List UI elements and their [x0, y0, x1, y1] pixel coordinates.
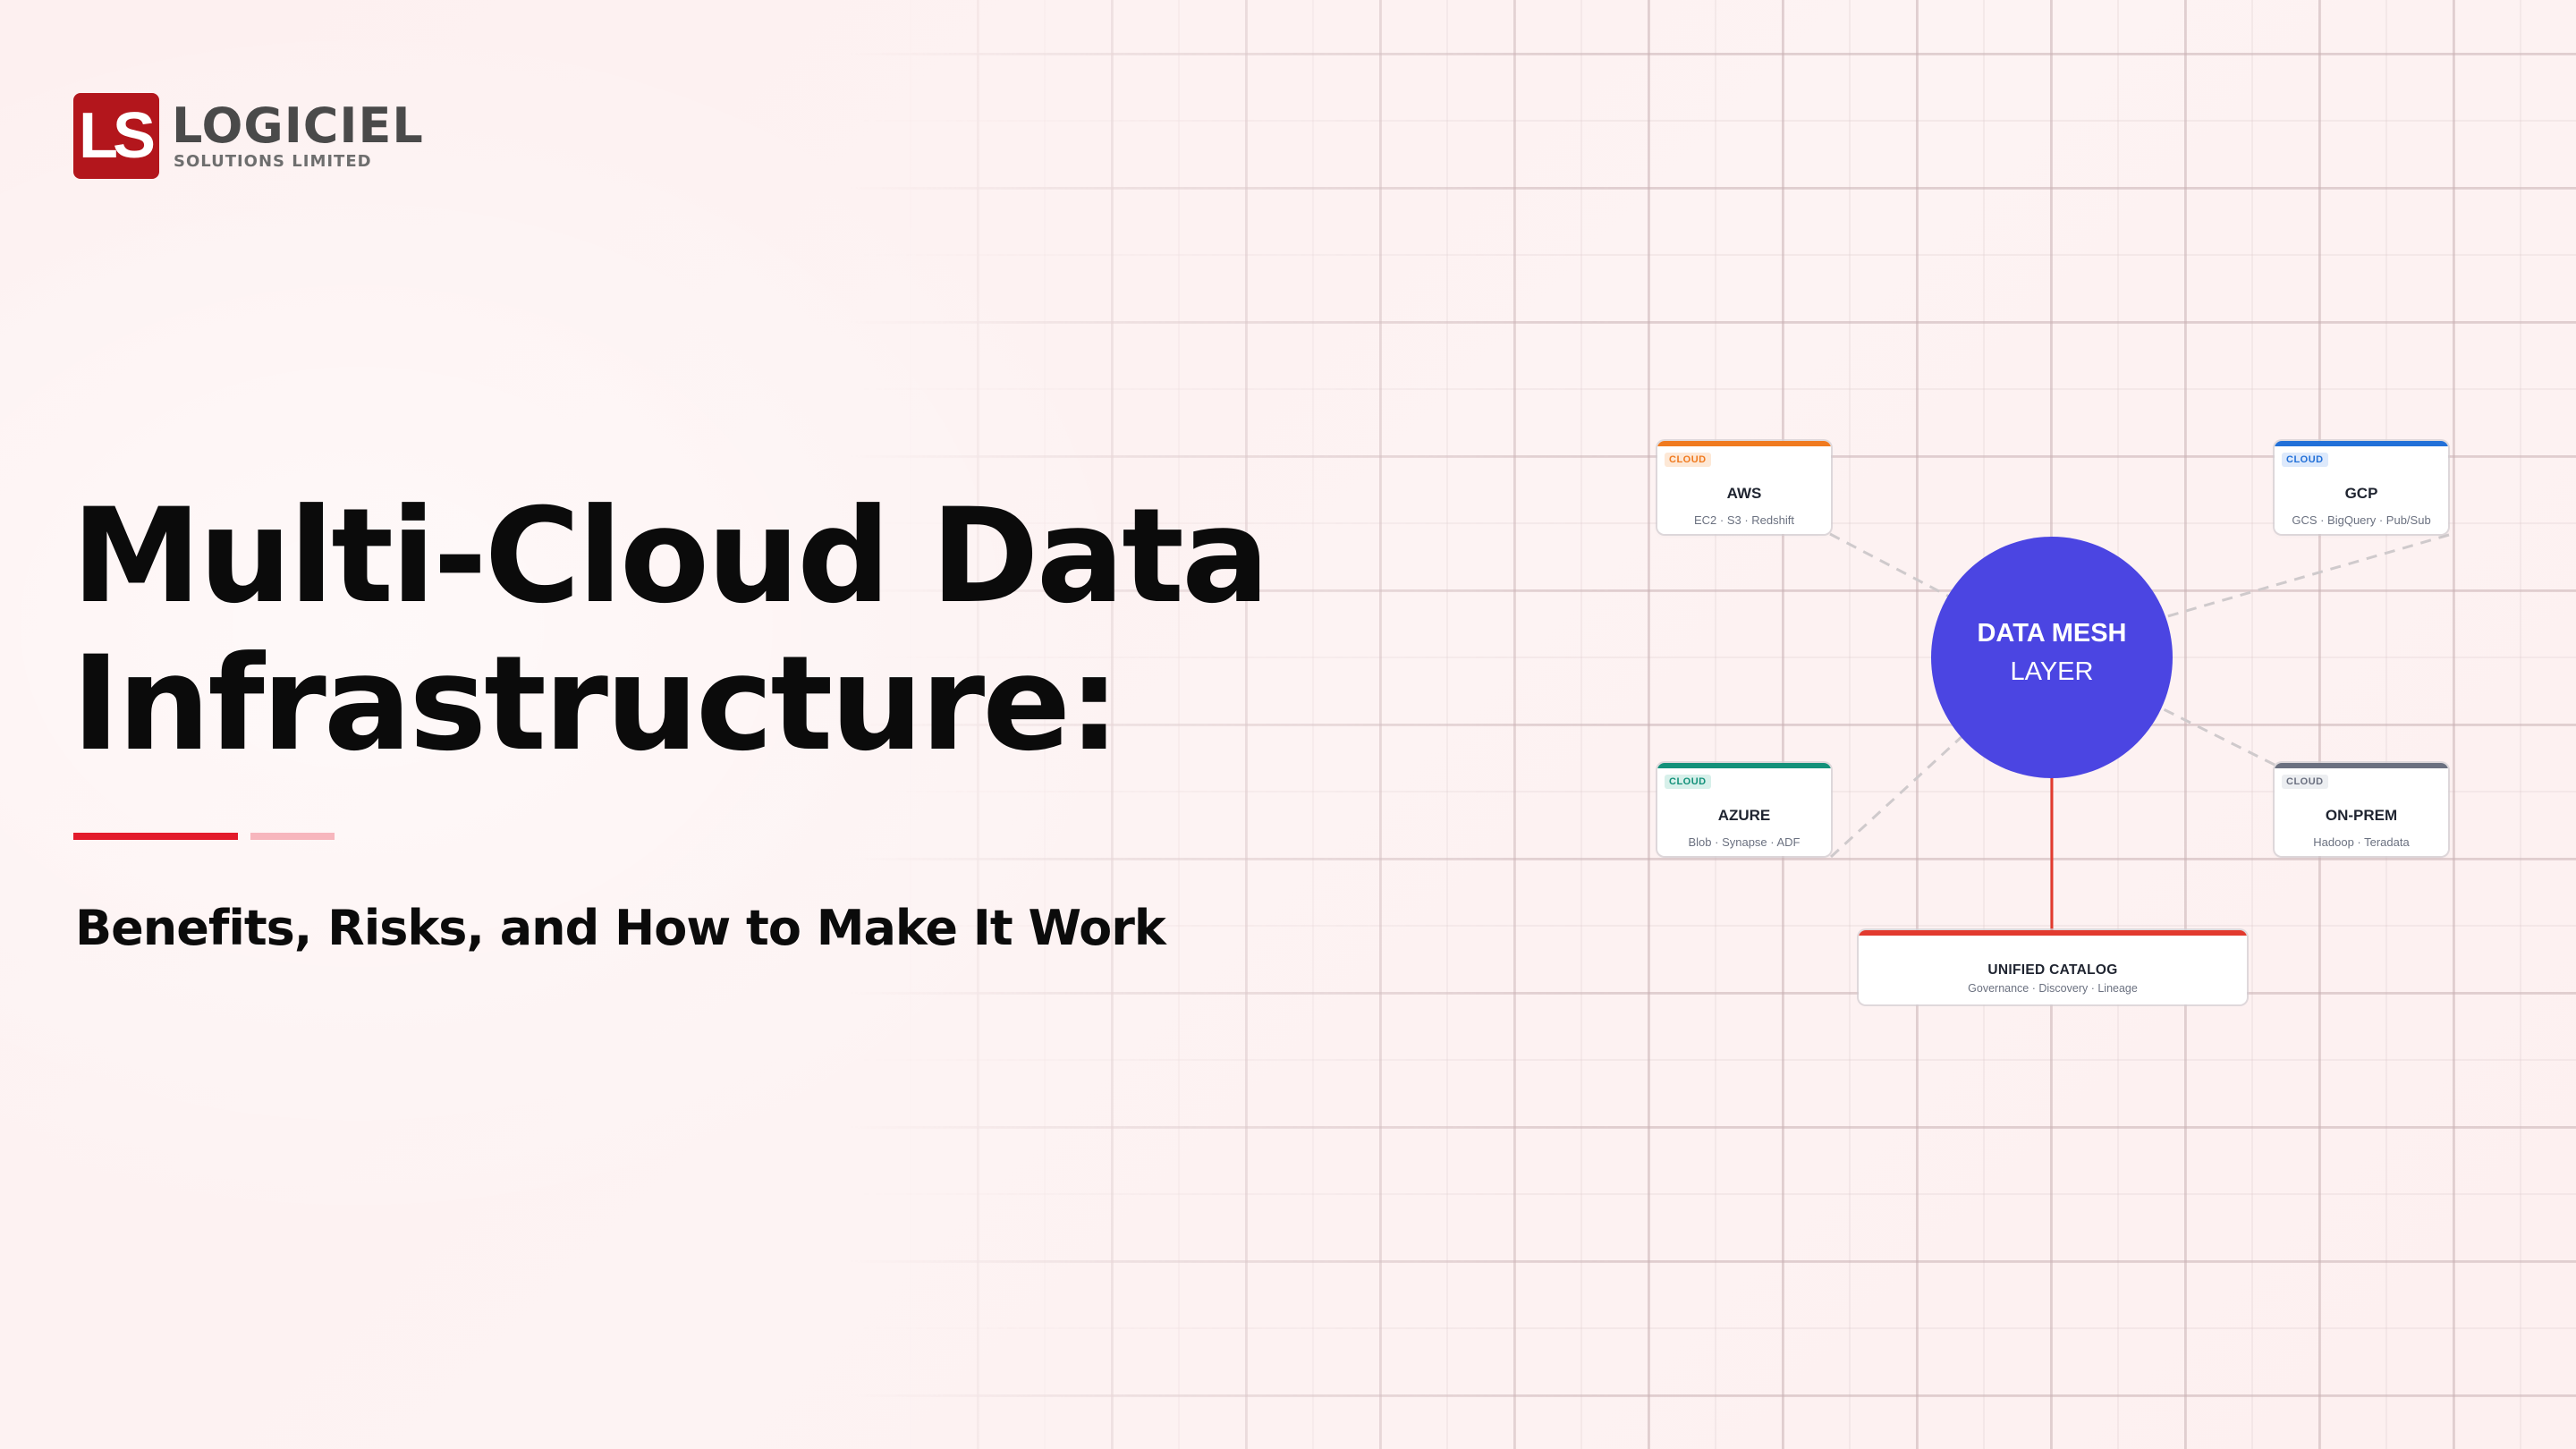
page-title: Multi-Cloud Data Infrastructure:: [72, 480, 1270, 780]
card-services: EC2 · S3 · Redshift: [1694, 513, 1794, 527]
mesh-title: DATA MESH: [1977, 619, 2127, 648]
card-title: GCP: [2344, 485, 2378, 502]
catalog-detail: Governance · Discovery · Lineage: [1968, 982, 2138, 995]
card-accent-bar: [1657, 441, 1831, 446]
node-card-gcp: CLOUD GCP GCS · BigQuery · Pub/Sub: [2275, 441, 2448, 534]
logo-wordmark: LOGICIEL SOLUTIONS LIMITED: [172, 102, 424, 170]
connector-onprem: [2157, 705, 2275, 767]
catalog-title: UNIFIED CATALOG: [1987, 962, 2118, 978]
node-card-azure: CLOUD AZURE Blob · Synapse · ADF: [1657, 763, 1831, 856]
title-line-2: Infrastructure:: [72, 628, 1121, 780]
data-mesh-layer-node: DATA MESH LAYER: [1931, 537, 2173, 778]
card-services: Blob · Synapse · ADF: [1688, 835, 1801, 849]
card-badge: CLOUD: [1665, 453, 1711, 467]
title-underline-accent: [250, 833, 335, 840]
card-badge: CLOUD: [2282, 775, 2328, 789]
title-underline-primary: [73, 833, 238, 840]
card-accent-bar: [1859, 930, 2247, 936]
card-services: GCS · BigQuery · Pub/Sub: [2292, 513, 2431, 527]
page-subtitle: Benefits, Risks, and How to Make It Work: [75, 900, 1166, 956]
connector-gcp: [2164, 533, 2450, 619]
connector-azure: [1829, 733, 1965, 859]
company-logo: LS LOGICIEL SOLUTIONS LIMITED: [73, 93, 424, 179]
card-title: AZURE: [1717, 807, 1771, 824]
card-title: AWS: [1726, 485, 1762, 502]
card-badge: CLOUD: [1665, 775, 1711, 789]
node-card-onprem: CLOUD ON-PREM Hadoop · Teradata: [2275, 763, 2448, 856]
title-line-1: Multi-Cloud Data: [72, 480, 1270, 632]
logo-mark-icon: LS: [73, 93, 159, 179]
node-card-aws: CLOUD AWS EC2 · S3 · Redshift: [1657, 441, 1831, 534]
card-accent-bar: [1657, 763, 1831, 768]
card-accent-bar: [2275, 763, 2448, 768]
card-accent-bar: [2275, 441, 2448, 446]
mesh-subtitle: LAYER: [2010, 657, 2094, 686]
card-title: ON-PREM: [2325, 807, 2398, 824]
logo-name: LOGICIEL: [172, 97, 424, 154]
unified-catalog-card: UNIFIED CATALOG Governance · Discovery ·…: [1859, 930, 2247, 1004]
logo-tagline: SOLUTIONS LIMITED: [174, 152, 372, 171]
connector-aws: [1829, 532, 1955, 601]
card-services: Hadoop · Teradata: [2313, 835, 2410, 849]
card-badge: CLOUD: [2282, 453, 2328, 467]
